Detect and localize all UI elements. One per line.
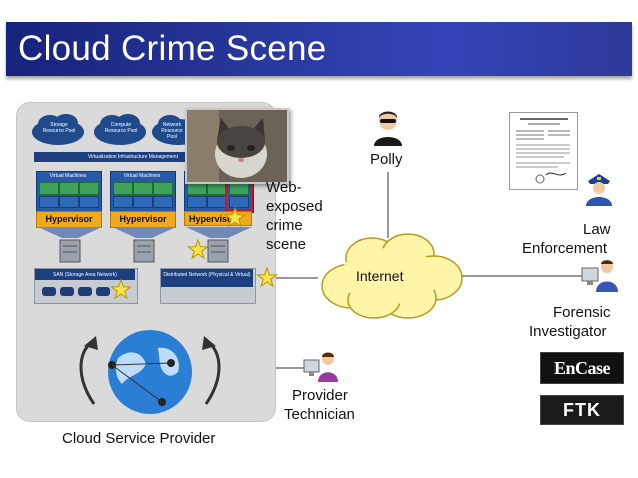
os-3a	[187, 196, 207, 208]
hosts	[38, 227, 252, 263]
storage-pool-label: Storage Resource Pool	[42, 122, 76, 134]
server-icon-2	[133, 239, 155, 263]
police-officer-icon	[586, 174, 612, 206]
internet-cloud	[321, 233, 463, 319]
crime-scene-line1: Web-	[266, 179, 302, 196]
vm-group-1-header: Virtual Machines	[49, 173, 87, 179]
technician-computer-icon	[303, 352, 338, 382]
vm-1c	[79, 182, 99, 195]
technician-label-line1: Provider	[292, 387, 348, 404]
warrant-document	[509, 112, 578, 190]
vm-2c	[153, 182, 173, 195]
vm-group-2-header: Virtual Machines	[123, 173, 161, 179]
san-label: SAN (Storage Area Network)	[53, 272, 117, 278]
slide-title: Cloud Crime Scene	[18, 29, 327, 68]
crime-scene-line3: crime	[266, 217, 303, 234]
provider-label: Cloud Service Provider	[62, 430, 216, 447]
network-label: Distributed Network (Physical & Virtual)	[163, 272, 251, 278]
encase-logo-text: EnCase	[553, 358, 611, 378]
star-icon-vm	[224, 206, 246, 228]
vm-2b	[133, 182, 153, 195]
technician-label-line2: Technician	[284, 406, 355, 423]
virtualization-band	[34, 152, 194, 162]
star-icon-san	[110, 278, 132, 300]
law-label-line1: Law	[583, 221, 611, 238]
forensic-label-line1: Forensic	[553, 304, 611, 321]
network-pool-label: Network Resource Pool	[161, 122, 183, 140]
star-icon-host	[187, 238, 209, 260]
crime-scene-line2: exposed	[266, 198, 323, 215]
law-label-line2: Enforcement	[522, 240, 608, 257]
os-3c	[229, 196, 249, 208]
server-icon-3	[207, 239, 229, 263]
os-2a	[113, 196, 133, 208]
title-bar: Cloud Crime Scene	[6, 22, 632, 76]
ftk-logo-text: FTK	[563, 400, 601, 420]
globe-illustration	[79, 330, 221, 414]
compute-pool-cloud	[94, 114, 146, 145]
os-1b	[59, 196, 79, 208]
ftk-logo: FTK	[540, 395, 624, 425]
os-1a	[39, 196, 59, 208]
vm-2a	[113, 182, 133, 195]
server-icon-1	[59, 239, 81, 263]
disk-icons	[42, 287, 110, 296]
kitten-image	[187, 110, 287, 182]
os-1c	[79, 196, 99, 208]
network-pool-cloud	[152, 115, 190, 145]
vm-1a	[39, 182, 59, 195]
os-2c	[153, 196, 173, 208]
compute-pool-label: Compute Resource Pool	[104, 122, 138, 134]
crime-scene-line4: scene	[266, 236, 307, 253]
san-header	[35, 269, 135, 280]
document-lines	[516, 118, 570, 184]
forensic-label-line2: Investigator	[529, 323, 607, 340]
internet-label: Internet	[356, 268, 404, 284]
encase-logo: EnCase	[540, 352, 624, 384]
storage-pool-cloud	[32, 114, 84, 145]
investigator-computer-icon	[581, 260, 618, 292]
os-2b	[133, 196, 153, 208]
vm-1b	[59, 182, 79, 195]
resource-pools	[32, 114, 190, 145]
network-header	[161, 269, 253, 287]
virtualization-label: Virtualization Infrastructure Management	[88, 154, 178, 160]
polly-label: Polly	[370, 151, 403, 168]
star-icon-network	[256, 266, 278, 288]
kitten-photo	[185, 108, 289, 184]
hacker-avatar-icon	[374, 111, 402, 146]
